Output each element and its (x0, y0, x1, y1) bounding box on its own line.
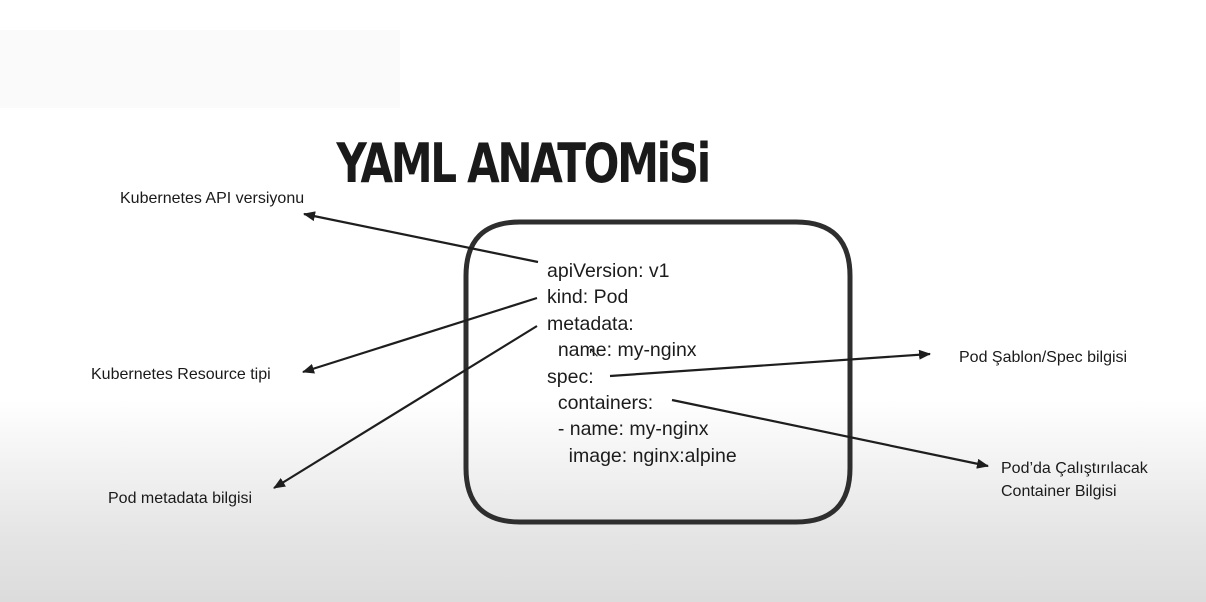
yaml-code-block: apiVersion: v1 kind: Pod metadata: name:… (547, 258, 737, 469)
arrow-metadata (273, 325, 538, 489)
yaml-line-apiversion: apiVersion: v1 (547, 260, 670, 282)
arrow-api-version (303, 211, 539, 264)
yaml-line-spec: spec: (547, 365, 594, 388)
label-spec: Pod Şablon/Spec bilgisi (959, 349, 1128, 366)
background-band (0, 30, 400, 108)
label-metadata: Pod metadata bilgisi (108, 490, 253, 507)
yaml-line-container-image: image: nginx:alpine (547, 444, 737, 467)
diagram-title: YAML ANATOMiSi (336, 132, 711, 195)
yaml-line-containers: containers: (547, 392, 654, 415)
yaml-box (463, 219, 853, 525)
arrow-spec (609, 349, 931, 378)
label-resource-type: Kubernetes Resource tipi (91, 366, 271, 383)
arrow-resource-type (302, 296, 538, 374)
mouse-cursor-icon: ↖ (588, 344, 600, 360)
yaml-line-container-name: - name: my-nginx (547, 418, 709, 441)
yaml-line-kind: kind: Pod (547, 286, 629, 309)
yaml-line-metadata: metadata: (547, 312, 634, 335)
arrow-containers (671, 398, 989, 469)
label-container-line2: Container Bilgisi (1001, 483, 1117, 500)
label-container-line1: Pod’da Çalıştırılacak (1001, 460, 1148, 477)
label-api-version: Kubernetes API versiyonu (120, 190, 305, 207)
yaml-line-metadata-name: name: my-nginx (547, 339, 697, 362)
